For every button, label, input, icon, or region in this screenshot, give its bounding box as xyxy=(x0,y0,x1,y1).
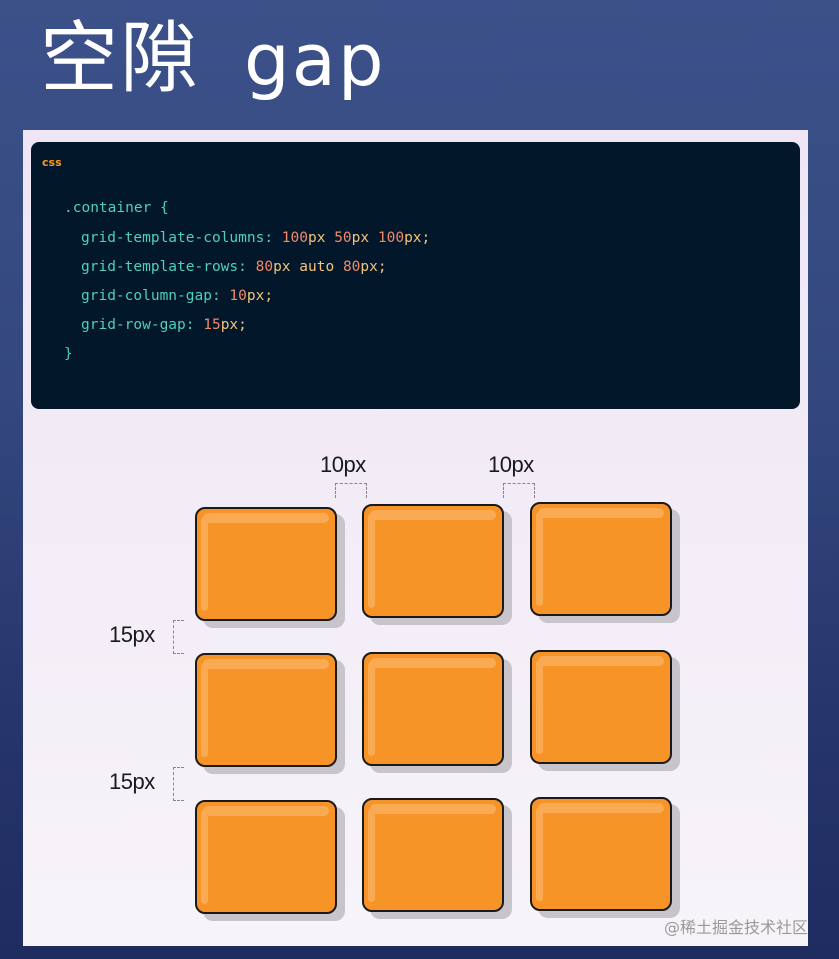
gap-bracket-icon xyxy=(503,483,535,498)
property-name: grid-row-gap: xyxy=(81,317,195,333)
code-language-label: css xyxy=(42,156,62,169)
gap-bracket-icon xyxy=(335,483,367,498)
property-name: grid-template-rows: xyxy=(81,259,247,275)
title-latin: gap xyxy=(244,18,386,102)
grid-cell xyxy=(530,797,672,911)
grid-cell xyxy=(362,652,504,766)
code-line-selector: .container { xyxy=(64,200,169,216)
value-number: 80 xyxy=(255,259,274,275)
watermark: @稀土掘金技术社区 xyxy=(663,918,808,937)
property-name: grid-column-gap: xyxy=(81,288,221,304)
column-gap-label: 10px xyxy=(320,452,366,477)
value-unit: px; xyxy=(404,230,431,246)
value-unit: px; xyxy=(360,259,387,275)
code-line-row-gap: grid-row-gap: 15px; xyxy=(81,317,247,333)
value-number: 15 xyxy=(203,317,221,333)
grid-cell xyxy=(195,507,337,621)
selector-text: .container { xyxy=(64,200,169,216)
gap-bracket-icon xyxy=(173,767,184,801)
value-number: 80 xyxy=(342,259,361,275)
grid-cell xyxy=(530,650,672,764)
value-keyword: auto xyxy=(299,259,335,275)
code-line-column-gap: grid-column-gap: 10px; xyxy=(81,288,273,304)
value-unit: px xyxy=(351,230,370,246)
value-number: 100 xyxy=(377,230,405,246)
grid-cell xyxy=(195,653,337,767)
value-unit: px xyxy=(308,230,326,246)
code-line-rows: grid-template-rows: 80px auto 80px; xyxy=(81,259,387,275)
value-number: 10 xyxy=(229,288,247,304)
title-cjk: 空隙 xyxy=(40,14,201,104)
column-gap-label: 10px xyxy=(488,452,534,477)
code-line-columns: grid-template-columns: 100px 50px 100px; xyxy=(81,230,430,246)
content-panel: css .container { grid-template-columns: … xyxy=(23,130,808,946)
value-unit: px; xyxy=(246,288,274,304)
value-unit: px xyxy=(273,259,291,275)
grid-cell xyxy=(362,504,504,618)
value-unit: px; xyxy=(220,317,247,333)
gap-bracket-icon xyxy=(173,620,184,654)
close-brace: } xyxy=(64,346,73,362)
grid-cell xyxy=(362,798,504,912)
property-name: grid-template-columns: xyxy=(81,230,274,246)
grid-cell xyxy=(195,800,337,914)
code-block: css .container { grid-template-columns: … xyxy=(31,142,800,409)
slide-title: 空隙 gap xyxy=(40,4,386,115)
value-number: 50 xyxy=(334,230,352,246)
row-gap-label: 15px xyxy=(109,769,155,794)
grid-cell xyxy=(530,502,672,616)
code-line-close: } xyxy=(64,346,73,362)
value-number: 100 xyxy=(281,230,308,246)
row-gap-label: 15px xyxy=(109,622,155,647)
